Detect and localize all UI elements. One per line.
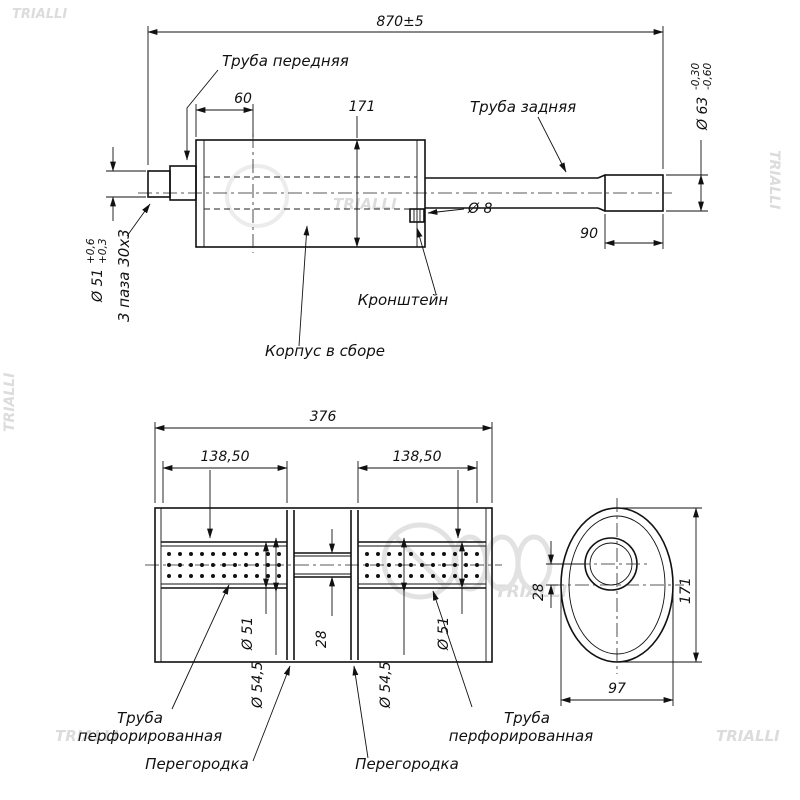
leader-bracket-hole xyxy=(427,208,465,215)
rear-pipe-label: Труба задняя xyxy=(470,98,576,116)
bracket xyxy=(409,208,425,223)
end-view: 28 171 97 xyxy=(531,498,702,706)
dim-front-diameter: Ø 51 xyxy=(90,269,106,303)
watermark-text: TRIALLI xyxy=(2,373,18,432)
dim-rear-diameter: Ø 63 xyxy=(695,97,711,131)
leader-baffle-right xyxy=(352,665,369,759)
dim-tip-length: 90 xyxy=(580,226,598,242)
dim-section-overall: 376 xyxy=(310,409,337,425)
body-assembly-label: Корпус в сборе xyxy=(265,342,385,360)
dim-pipe-dia-right: Ø 51 xyxy=(436,617,452,651)
dim-baffle-dia-left: Ø 54,5 xyxy=(250,661,266,709)
muffler-body xyxy=(195,139,426,248)
dim-perf-left: 138,50 xyxy=(201,449,250,465)
baffle-label-left: Перегородка xyxy=(145,755,249,773)
tolerance-upper: -0,30 xyxy=(690,63,702,90)
dim-perf-right: 138,50 xyxy=(393,449,442,465)
watermark-layer: TRIALLI TRIALLI TRIALLI TRIALLI TRIALLI … xyxy=(2,7,782,745)
leader-bracket xyxy=(416,227,437,295)
perforation-left xyxy=(166,548,282,582)
tolerance-lower: +0,3 xyxy=(97,239,109,265)
perf-pipe-label-right: перфорированная xyxy=(449,727,593,745)
dim-center-pipe: 28 xyxy=(314,630,330,648)
dim-end-width: 97 xyxy=(608,681,626,697)
perforation-right xyxy=(364,548,480,582)
leader-perf-right xyxy=(432,590,473,708)
watermark-text: TRIALLI xyxy=(55,727,119,745)
dim-overall-length: 870±5 xyxy=(376,14,423,30)
rear-tip xyxy=(604,174,664,212)
dim-baffle-dia-right: Ø 54,5 xyxy=(378,661,394,709)
leader-slots xyxy=(126,203,151,237)
baffle-label-right: Перегородка xyxy=(355,755,459,773)
side-view xyxy=(138,134,672,253)
tolerance-lower: -0,60 xyxy=(702,63,714,90)
watermark-logo xyxy=(225,164,553,600)
body-section xyxy=(154,507,493,663)
slots-label: 3 паза 30x3 xyxy=(115,229,133,322)
perf-pipe-label-left: Труба xyxy=(117,709,163,727)
leader-body xyxy=(298,225,310,347)
dim-body-height: 171 xyxy=(349,99,376,115)
watermark-text: TRIALLI xyxy=(716,727,780,745)
watermark-text: TRIALLI xyxy=(333,195,397,213)
perf-pipe-label-left: перфорированная xyxy=(78,727,222,745)
watermark-text: TRIALLI xyxy=(766,150,782,209)
tolerance-upper: +0,6 xyxy=(85,238,97,264)
front-pipe xyxy=(169,165,197,201)
dim-end-height: 171 xyxy=(678,577,694,604)
leader-front-pipe xyxy=(184,69,219,161)
tip-taper-bottom xyxy=(597,207,606,212)
tip-taper-top xyxy=(597,174,606,179)
watermark-text: TRIALLI xyxy=(12,7,67,22)
dim-pipe-offset: 28 xyxy=(531,583,547,601)
leader-perf-left xyxy=(171,584,230,710)
perf-pipe-label-right: Труба xyxy=(504,709,550,727)
dim-bracket-hole: Ø 8 xyxy=(467,201,492,217)
bracket-label: Кронштейн xyxy=(358,291,449,309)
dim-pipe-dia-left: Ø 51 xyxy=(240,617,256,651)
side-view-dimensions: 870±5 Труба передняя 60 171 Труба задняя… xyxy=(85,14,714,360)
front-pipe-label: Труба передняя xyxy=(222,52,349,70)
leader-baffle-left xyxy=(252,665,291,762)
leader-rear-pipe xyxy=(537,116,567,173)
section-view-dimensions: 376 138,50 138,50 Ø 51 Ø 51 28 xyxy=(78,409,593,773)
dim-60: 60 xyxy=(234,91,252,107)
